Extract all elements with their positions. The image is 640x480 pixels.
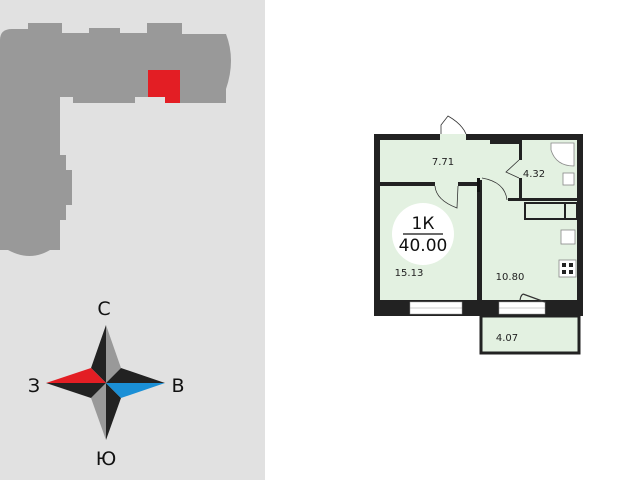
sink-icon — [560, 229, 576, 245]
hall-area: 7.71 — [432, 157, 454, 168]
stove-icon — [558, 259, 577, 278]
compass-south-label: Ю — [96, 448, 117, 470]
apartment-location-marker — [148, 70, 180, 103]
bathroom-area: 4.32 — [523, 169, 545, 180]
apartment-total-area: 40.00 — [399, 236, 448, 256]
compass-rose — [46, 325, 165, 440]
compass-west-label: З — [28, 375, 40, 397]
kitchen-area: 10.80 — [496, 272, 525, 283]
compass-east-label: В — [171, 375, 184, 397]
living-room-area: 15.13 — [395, 268, 424, 279]
apartment-plan — [374, 115, 583, 355]
balcony-area: 4.07 — [496, 333, 518, 344]
washbasin-icon — [562, 172, 575, 186]
compass-north-label: С — [97, 298, 110, 320]
apartment-type: 1К — [412, 214, 435, 234]
shower-icon — [550, 142, 575, 167]
